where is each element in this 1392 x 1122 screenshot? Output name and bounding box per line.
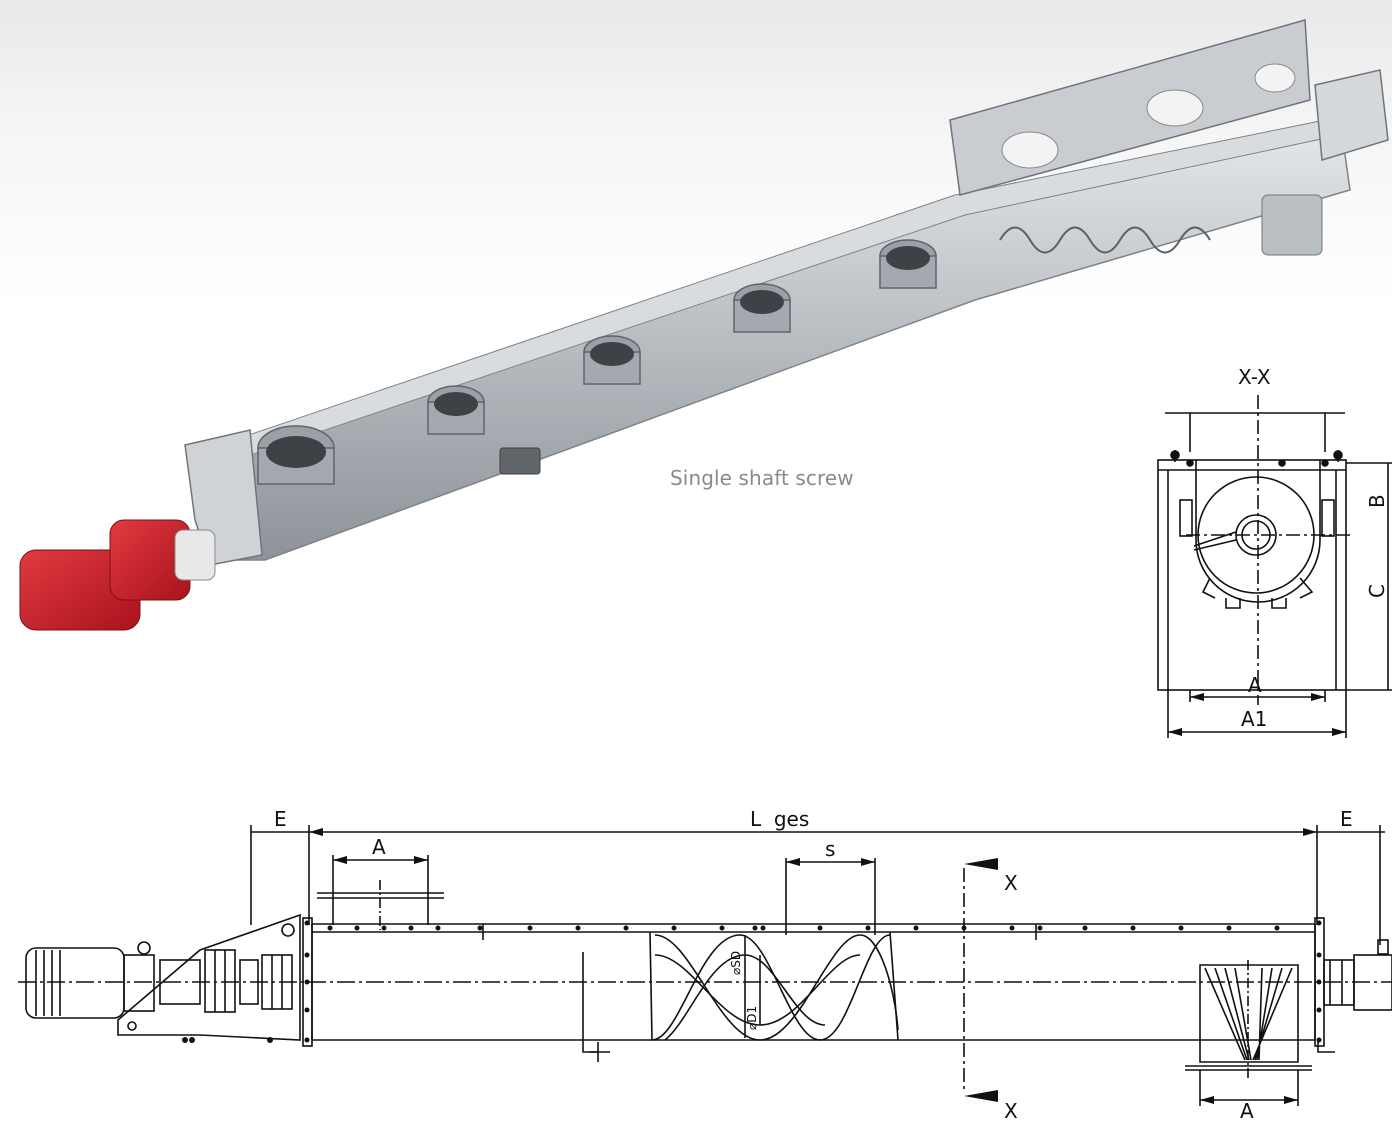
dim-label-sd: ⌀SD — [729, 951, 743, 975]
screw-cutaway — [649, 931, 899, 1041]
dim-label-b: B — [1365, 494, 1389, 508]
dim-label-c: C — [1365, 584, 1389, 598]
dim-label-a-section: A — [1248, 673, 1262, 697]
dim-label-l-ges: L ges — [750, 807, 809, 831]
dim-label-a-outlet: A — [1240, 1099, 1254, 1122]
gear-motor — [19, 519, 216, 631]
dim-label-a-inlet: A — [372, 835, 386, 859]
dim-label-d1: ⌀D1 — [745, 1006, 759, 1030]
dim-label-e-left: E — [274, 807, 287, 831]
outlet-hopper — [1199, 964, 1299, 1063]
side-view: E L ges E A s — [18, 807, 1392, 1122]
section-mark-x-top: X — [1004, 871, 1018, 895]
end-plate-right — [1314, 69, 1389, 161]
section-title: X-X — [1238, 365, 1271, 389]
dim-label-e-right: E — [1340, 807, 1353, 831]
dim-label-a1: A1 — [1241, 707, 1267, 731]
section-mark-x-bottom: X — [1004, 1099, 1018, 1122]
section-view-x-x: X-X B C — [1157, 365, 1392, 738]
caption: Single shaft screw — [670, 466, 854, 490]
dim-label-s: s — [825, 837, 835, 861]
drive-unit — [25, 913, 301, 1043]
product-illustration — [19, 19, 1389, 631]
